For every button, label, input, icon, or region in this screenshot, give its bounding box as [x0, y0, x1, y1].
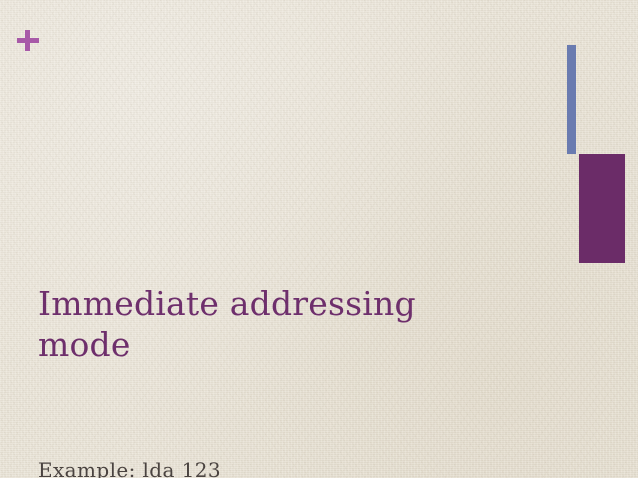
decoration-purple-block — [579, 154, 625, 263]
page-title: Immediate addressing mode — [38, 284, 416, 364]
plus-icon — [17, 29, 41, 53]
decoration-blue-bar — [567, 45, 576, 154]
plus-icon-vertical-bar — [25, 30, 30, 51]
page-subtitle: Example: lda 123 — [38, 458, 221, 478]
